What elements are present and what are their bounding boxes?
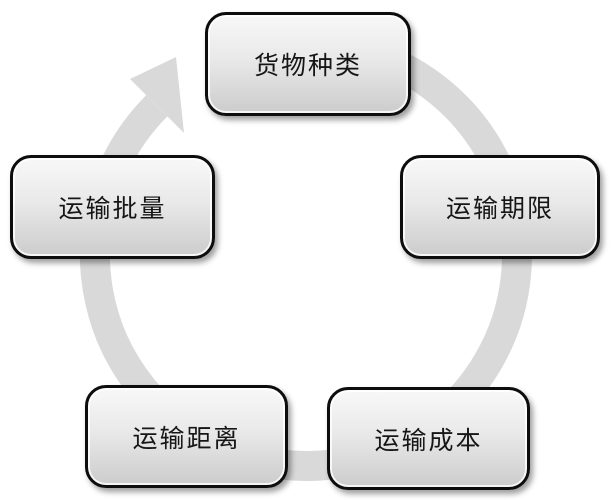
cycle-arrowhead (130, 57, 184, 133)
cycle-node-top: 货物种类 (205, 12, 411, 116)
cycle-node-label-right: 运输期限 (445, 194, 554, 223)
cycle-node-right: 运输期限 (400, 155, 600, 259)
cycle-node-bottom-right: 运输成本 (327, 387, 530, 490)
cycle-node-label-bottom-right: 运输成本 (374, 425, 483, 455)
cycle-node-label-top: 货物种类 (253, 51, 362, 80)
cycle-node-left: 运输批量 (10, 155, 215, 259)
cycle-node-bottom-left: 运输距离 (85, 385, 288, 488)
cycle-node-label-bottom-left: 运输距离 (132, 423, 241, 453)
cycle-node-label-left: 运输批量 (58, 194, 167, 223)
